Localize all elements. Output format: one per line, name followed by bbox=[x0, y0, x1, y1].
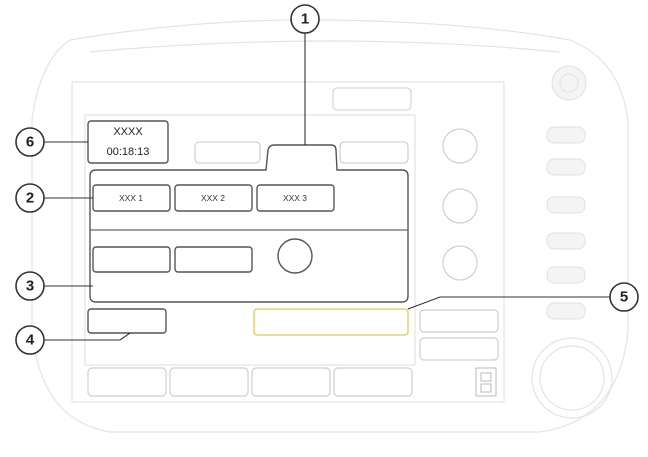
svg-text:2: 2 bbox=[26, 190, 34, 207]
tab-button-xxx3[interactable] bbox=[256, 184, 335, 212]
svg-text:4: 4 bbox=[26, 332, 35, 349]
rotary-knob[interactable] bbox=[531, 337, 613, 419]
action-button[interactable] bbox=[87, 308, 167, 334]
status-timer: 00:18:13 bbox=[107, 146, 150, 158]
side-round-button-3[interactable] bbox=[442, 245, 478, 281]
power-knob bbox=[551, 65, 587, 101]
round-control[interactable] bbox=[277, 238, 313, 274]
softkey-3[interactable] bbox=[251, 367, 331, 397]
callout-6: 6 bbox=[15, 127, 45, 157]
tab-button-xxx3-label: XXX 3 bbox=[283, 193, 307, 203]
softkey-4[interactable] bbox=[333, 367, 413, 397]
status-title: XXXX bbox=[113, 126, 143, 138]
side-round-button-1[interactable] bbox=[442, 128, 478, 164]
hardkey-2[interactable] bbox=[546, 158, 586, 176]
hardkey-6[interactable] bbox=[546, 302, 586, 320]
softkey-1[interactable] bbox=[87, 367, 167, 397]
top-screen-button[interactable] bbox=[332, 87, 412, 111]
bottom-softkeys bbox=[87, 367, 413, 397]
svg-text:3: 3 bbox=[26, 278, 34, 295]
callout-5: 5 bbox=[609, 282, 639, 312]
side-button-2[interactable] bbox=[419, 337, 499, 361]
tab-left[interactable] bbox=[194, 141, 261, 164]
tab-button-xxx1-label: XXX 1 bbox=[119, 193, 143, 203]
tab-right[interactable] bbox=[339, 141, 409, 164]
screen-outline bbox=[71, 81, 505, 403]
parameter-control-1[interactable] bbox=[92, 246, 171, 273]
callout-5-leader bbox=[407, 296, 614, 310]
hardkey-4[interactable] bbox=[546, 232, 586, 250]
hardkey-5[interactable] bbox=[546, 266, 586, 284]
side-round-button-2[interactable] bbox=[442, 188, 478, 224]
softkey-2[interactable] bbox=[169, 367, 249, 397]
battery-icon bbox=[475, 367, 497, 397]
callout-4: 4 bbox=[15, 325, 45, 355]
svg-text:6: 6 bbox=[26, 134, 34, 151]
screen-inner-area bbox=[84, 114, 416, 366]
hardkey-3[interactable] bbox=[546, 196, 586, 214]
callout-2: 2 bbox=[15, 183, 45, 213]
highlight-field[interactable] bbox=[253, 308, 409, 336]
hardkey-1[interactable] bbox=[546, 126, 586, 144]
svg-text:5: 5 bbox=[620, 289, 628, 306]
parameter-control-2[interactable] bbox=[174, 246, 253, 273]
callout-4-leader bbox=[42, 332, 131, 341]
right-control-panel bbox=[531, 65, 613, 419]
svg-text:1: 1 bbox=[301, 11, 309, 28]
main-panel bbox=[89, 144, 409, 303]
tab-button-xxx2[interactable] bbox=[174, 184, 253, 212]
side-button-1[interactable] bbox=[419, 309, 499, 333]
callout-1: 1 bbox=[290, 4, 320, 34]
callout-3: 3 bbox=[15, 271, 45, 301]
tab-button-xxx2-label: XXX 2 bbox=[201, 193, 225, 203]
